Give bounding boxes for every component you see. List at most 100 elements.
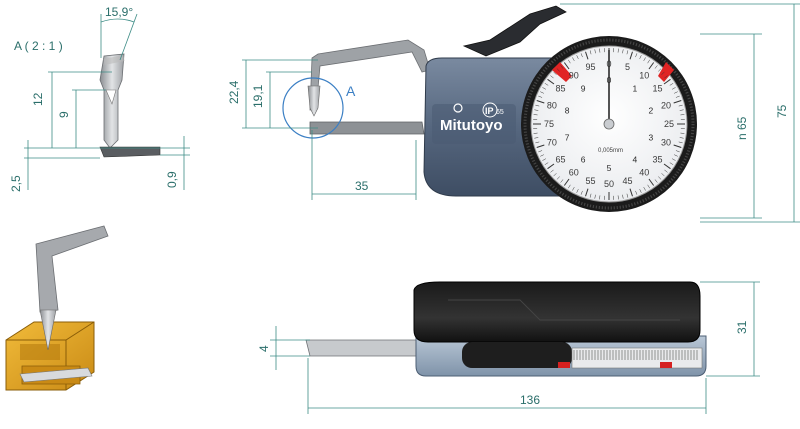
dial-tick: [678, 141, 683, 144]
dial-outer-number: 50: [604, 179, 614, 189]
dial-tick: [654, 179, 658, 183]
dial-tick: [680, 114, 685, 116]
dial-outer-number: 70: [547, 138, 557, 148]
dial-inner-number: 4: [632, 155, 637, 165]
side-dial-housing: [413, 281, 701, 343]
dial-outer-number: 10: [639, 70, 649, 80]
dial-ticks: [533, 48, 685, 200]
dial-tick: [643, 57, 646, 62]
dial-tick: [544, 83, 549, 86]
dial-tick: [576, 189, 579, 193]
dial-tick: [622, 194, 624, 199]
dial-tick: [550, 169, 554, 173]
dial-tick: [540, 154, 544, 157]
dial-tick: [585, 51, 589, 60]
dial-outer-number: 5: [625, 62, 630, 72]
dim-19-1: 19,1: [251, 84, 265, 108]
dial-tick: [673, 144, 682, 148]
dim-n65: n 65: [735, 116, 749, 140]
dial-tick: [629, 51, 633, 60]
dial-tick: [661, 173, 665, 177]
dial-tick: [664, 169, 668, 173]
dial-tick: [542, 158, 547, 161]
detail-label: A ( 2 : 1 ): [14, 39, 63, 53]
detail-view: A ( 2 : 1 ) 15,9° 12 9 2,5 0,9: [9, 5, 190, 192]
dial-inner-number: 8: [565, 105, 570, 115]
ip-rating-letters: IP: [485, 106, 494, 116]
dial-tick: [617, 195, 619, 200]
dial-tick: [674, 154, 678, 157]
dial-tick: [629, 188, 633, 197]
hole-icon: [453, 103, 463, 113]
contact-plate: [99, 146, 161, 158]
dial-tick: [533, 114, 538, 116]
dial-tick: [635, 53, 638, 58]
dial-tick: [647, 184, 650, 189]
dial-tick: [568, 184, 571, 189]
dial-tick: [576, 55, 579, 59]
dial-tick: [560, 65, 564, 69]
dial-inner-number: 1: [632, 83, 637, 93]
dial-tick: [658, 176, 662, 180]
dial-outer-number: 45: [623, 176, 633, 186]
dim-75: 75: [775, 104, 789, 118]
dial-tick: [580, 53, 583, 58]
front-view: Mitutoyo IP 65 0510152025303540455055606…: [227, 3, 800, 223]
dial-tick: [589, 193, 592, 198]
dial-tick: [547, 163, 555, 170]
dial-tick: [538, 95, 543, 98]
dial-tick: [673, 100, 682, 104]
dial-tick: [563, 62, 570, 70]
dial-tick: [643, 186, 646, 191]
dial-tick: [589, 50, 592, 55]
dial-outer-number: 55: [585, 176, 595, 186]
dial-tick: [563, 178, 570, 186]
dial-tick: [661, 71, 665, 75]
dial-tick: [671, 158, 676, 161]
dial-outer-number: 20: [661, 100, 671, 110]
dial-outer-number: 90: [569, 70, 579, 80]
dial-outer-number: 65: [555, 154, 565, 164]
dial-tick: [654, 65, 658, 69]
dial-tick: [585, 188, 589, 197]
dial-tick: [534, 109, 539, 111]
dial-tick: [568, 59, 571, 64]
dial-inner-number: 7: [565, 133, 570, 143]
dial-tick: [675, 95, 680, 98]
limit-marker-left: [552, 62, 572, 82]
dial-outer-number: 35: [653, 154, 663, 164]
dial-outer-number: 40: [639, 168, 649, 178]
dial-outer-number: 15: [653, 84, 663, 94]
dial-tick: [639, 55, 642, 59]
dial-tick: [534, 137, 539, 139]
dim-136: 136: [520, 393, 540, 407]
dial-tick: [617, 48, 619, 53]
probe-tip: [39, 309, 57, 351]
ip-rating-icon: [482, 102, 498, 118]
isometric-view: [5, 225, 109, 391]
dial-tick: [550, 75, 554, 79]
dial-tick: [535, 141, 540, 144]
dial-tick: [538, 150, 543, 153]
dial-tick: [580, 190, 583, 195]
dial-tick: [594, 194, 596, 199]
dial-tick: [671, 87, 676, 90]
ip-rating-number: 65: [496, 109, 504, 116]
dial-tick: [572, 186, 575, 191]
dial-tick: [658, 68, 662, 72]
dial-tick: [544, 162, 549, 165]
dial-tick: [626, 193, 629, 198]
side-view: 4 31 136: [257, 281, 760, 414]
dim-35: 35: [355, 179, 369, 193]
detail-angle: 15,9°: [105, 5, 133, 19]
dial-tick: [675, 150, 680, 153]
dial-tick: [635, 190, 638, 195]
dial-tick: [669, 162, 674, 165]
dial-tick: [540, 91, 544, 94]
dial-outer-number: 75: [544, 119, 554, 129]
dial-inner-number: 3: [648, 133, 653, 143]
lower-jaw: [309, 121, 425, 135]
dim-22-4: 22,4: [227, 80, 241, 104]
